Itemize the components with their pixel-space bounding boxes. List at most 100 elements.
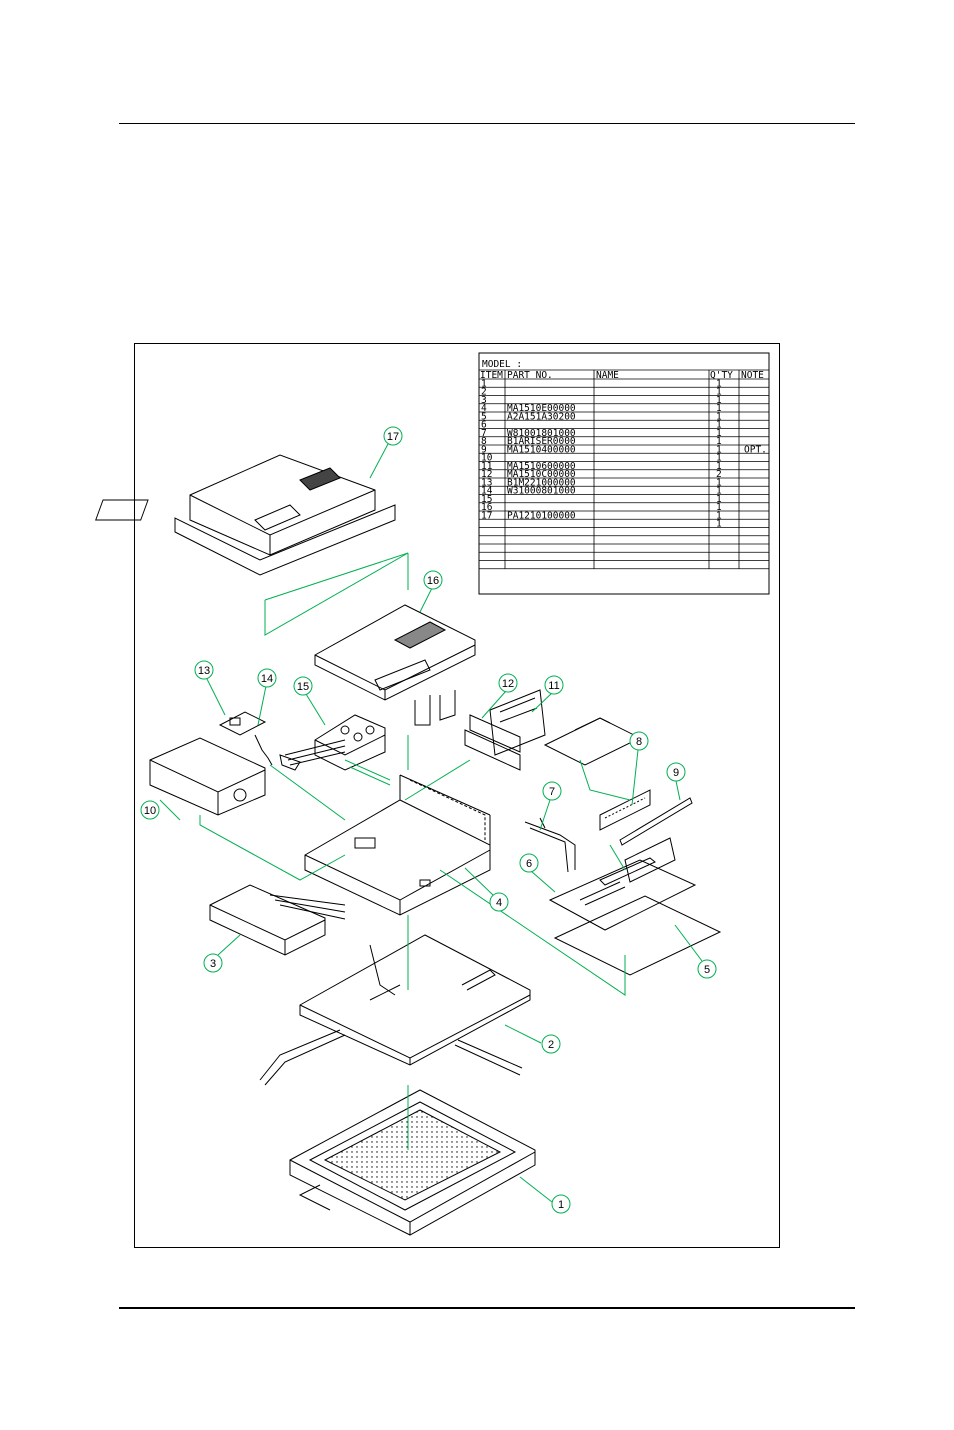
callout-11: 11 <box>531 675 564 713</box>
svg-text:3: 3 <box>210 958 216 970</box>
svg-text:4: 4 <box>496 897 502 909</box>
svg-text:5: 5 <box>704 964 710 976</box>
bom-cell-item: 13 <box>481 477 492 488</box>
bom-cell-part: W31000801000 <box>507 486 576 497</box>
svg-text:2: 2 <box>548 1039 554 1051</box>
callout-13: 13 <box>194 660 226 716</box>
part-14-cable <box>254 734 273 766</box>
bom-cell-part: MA1510C00000 <box>507 469 576 480</box>
part-3-drive-bay <box>209 884 346 956</box>
callout-12: 12 <box>481 673 518 719</box>
bom-cell-qty: 1 <box>716 403 722 414</box>
svg-text:17: 17 <box>387 431 399 443</box>
callout-15: 15 <box>293 676 326 726</box>
bom-cell-item: 6 <box>481 420 487 431</box>
bom-cell-item: 12 <box>481 469 492 480</box>
bom-cell-item: 2 <box>481 387 487 398</box>
bom-cell-note: OPT. <box>744 444 767 455</box>
part-addon-card <box>543 717 642 766</box>
part-4-main-chassis <box>304 774 491 916</box>
callout-9: 9 <box>666 762 686 801</box>
callout-6: 6 <box>519 853 556 893</box>
callout-14: 14 <box>257 668 277 726</box>
footer-rule <box>119 1307 855 1309</box>
bom-cell-qty: 1 <box>716 486 722 497</box>
part-5-mounting-plate <box>553 895 722 976</box>
bom-cell-part: B1ARISER0000 <box>507 436 576 447</box>
bom-cell-part: MA1510E00000 <box>507 403 576 414</box>
bom-cell-item: 14 <box>481 486 493 497</box>
part-6-mainboard <box>548 837 697 931</box>
svg-text:6: 6 <box>526 858 532 870</box>
bom-cell-item: 16 <box>481 502 493 513</box>
bom-cell-item: 11 <box>481 461 493 472</box>
bom-cell-qty: 1 <box>716 502 722 513</box>
bom-cell-part: PA1210100000 <box>507 510 576 521</box>
bom-cell-qty: 1 <box>716 510 722 521</box>
bom-cell-qty: 1 <box>716 461 722 472</box>
part-12-riser-card <box>464 714 521 771</box>
bom-cell-item: 7 <box>481 428 487 439</box>
bom-cell-part: A2A151A30200 <box>507 411 576 422</box>
svg-text:15: 15 <box>297 681 309 693</box>
bom-cell-item: 4 <box>481 403 487 414</box>
bom-cell-qty: 1 <box>716 453 722 464</box>
assembly-leader-lines <box>199 552 631 1150</box>
bom-cell-part: MA1510400000 <box>507 444 576 455</box>
part-8-riser-board <box>599 789 651 831</box>
svg-text:16: 16 <box>427 575 439 587</box>
svg-text:13: 13 <box>198 665 210 677</box>
bom-cell-part: W81001801000 <box>507 428 576 439</box>
bom-cell-item: 15 <box>481 494 492 505</box>
bom-cell-item: 9 <box>481 444 487 455</box>
bom-cell-qty: 1 <box>716 420 722 431</box>
callout-16: 16 <box>419 570 443 613</box>
bom-header-name: NAME <box>596 370 619 381</box>
bom-cell-qty: 1 <box>716 378 722 389</box>
callout-group: 1 2 3 4 5 6 7 8 9 10 11 12 13 14 15 16 1… <box>140 426 717 1214</box>
bom-cell-qty: 1 <box>716 387 722 398</box>
bom-cell-qty: 1 <box>716 444 722 455</box>
bom-cell-item: 10 <box>481 453 493 464</box>
part-1-front-bezel <box>289 1089 536 1236</box>
bom-header-note: NOTE <box>741 370 764 381</box>
callout-8: 8 <box>629 731 649 806</box>
part-17-rear-cover <box>95 454 396 576</box>
part-2-lcd-assembly <box>259 934 531 1086</box>
svg-text:7: 7 <box>549 786 555 798</box>
bom-cell-item: 5 <box>481 411 487 422</box>
svg-text:9: 9 <box>673 767 679 779</box>
callout-10: 10 <box>140 799 181 821</box>
bom-cell-item: 3 <box>481 395 487 406</box>
svg-text:14: 14 <box>261 673 273 685</box>
bom-header-part: PART NO. <box>507 370 553 381</box>
callout-17: 17 <box>369 426 403 479</box>
bom-cell-item: 8 <box>481 436 487 447</box>
part-16-top-chassis <box>314 604 476 726</box>
drawing-frame <box>134 343 780 1248</box>
bom-cell-qty: 1 <box>716 519 722 530</box>
bom-title: MODEL : <box>482 359 522 370</box>
bom-cell-qty: 2 <box>716 469 722 480</box>
bom-cell-part: B1M221000000 <box>507 477 576 488</box>
part-13-small-board <box>218 711 267 736</box>
part-15-drive-bracket <box>279 714 386 771</box>
bom-cell-qty: 1 <box>716 436 722 447</box>
callout-7: 7 <box>539 781 562 831</box>
bom-cell-item: 1 <box>481 378 487 389</box>
callout-4: 4 <box>464 867 509 912</box>
callout-3: 3 <box>203 934 241 973</box>
svg-text:8: 8 <box>636 736 642 748</box>
bom-cell-qty: 1 <box>716 428 722 439</box>
bom-header-item: ITEM <box>480 370 503 381</box>
part-11-riser-cage <box>489 689 546 756</box>
header-rule <box>119 123 855 124</box>
bom-cell-qty: 1 <box>716 494 722 505</box>
part-9-rail <box>619 797 693 846</box>
bom-cell-qty: 1 <box>716 395 722 406</box>
bom-cell-qty: 1 <box>716 477 722 488</box>
part-10-power-supply <box>149 737 266 816</box>
bom-cell-part: MA1510600000 <box>507 461 576 472</box>
